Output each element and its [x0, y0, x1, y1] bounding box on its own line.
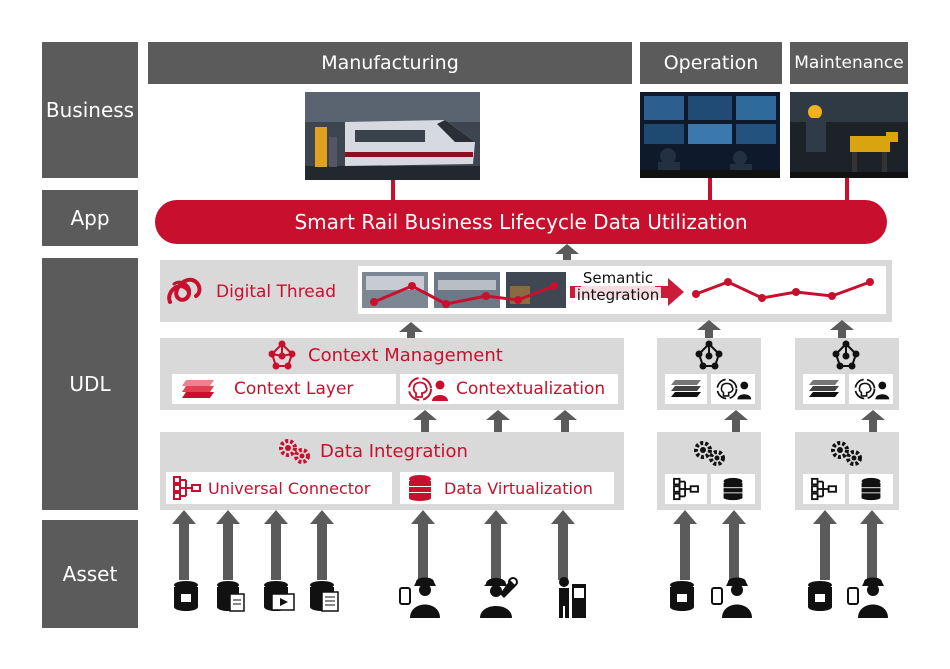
operation-connector: [708, 178, 712, 202]
data-virtualization-label: Data Virtualization: [444, 478, 593, 498]
business-manufacturing-header: Manufacturing: [148, 42, 632, 84]
layer-business-label: Business: [45, 98, 135, 122]
context-management-title: Context Management: [308, 345, 503, 366]
connector-icon: [173, 476, 201, 500]
operation-contextualization-box: [711, 374, 755, 404]
manufacturing-label: Manufacturing: [321, 52, 459, 74]
context-layer-label: Context Layer: [234, 379, 354, 399]
app-banner-label: Smart Rail Business Lifecycle Data Utili…: [294, 210, 748, 234]
asset-report-db-icon: [310, 581, 339, 612]
digital-thread-knot-icon: [164, 274, 204, 308]
maintenance-database-box: [849, 474, 893, 504]
universal-connector-box: Universal Connector: [166, 472, 392, 504]
arrow-op-context-to-thread: [697, 320, 721, 338]
layer-app: App: [42, 190, 138, 246]
layer-business: Business: [42, 42, 138, 178]
asset-op-worker-icon: [711, 577, 752, 618]
maintenance-network-icon: [830, 340, 862, 370]
maintenance-photo: [790, 92, 908, 178]
operation-label: Operation: [663, 52, 759, 74]
asset-arrows: [172, 510, 884, 580]
maintenance-connector-box: [803, 474, 845, 504]
maintenance-label: Maintenance: [794, 53, 904, 73]
data-integration-title: Data Integration: [320, 441, 468, 462]
app-banner: Smart Rail Business Lifecycle Data Utili…: [155, 200, 887, 244]
database-icon: [861, 477, 881, 501]
digital-thread-flow: [358, 266, 886, 314]
semantic-line1: Semantic: [580, 269, 656, 287]
contextualization-box: Contextualization: [400, 374, 618, 404]
gears-icon: [278, 438, 312, 464]
layer-udl: UDL: [42, 258, 138, 510]
contextualization-icon: [716, 378, 752, 400]
asset-document-db-icon: [217, 581, 245, 612]
arrow-op-integration-to-context: [724, 410, 748, 432]
context-network-icon: [266, 340, 298, 370]
universal-connector-label: Universal Connector: [208, 478, 371, 498]
operation-network-icon: [693, 340, 725, 370]
connector-icon: [673, 477, 699, 501]
asset-video-db-icon: [264, 581, 295, 611]
connector-icon: [811, 477, 837, 501]
manufacturing-photo: [305, 92, 480, 180]
arrow-mt-integration-to-context: [861, 410, 885, 432]
arrow-integration-to-context-2: [486, 410, 510, 432]
business-operation-header: Operation: [640, 42, 782, 84]
operation-database-box: [711, 474, 755, 504]
asset-worker-tablet-icon: [399, 577, 440, 618]
asset-op-database-icon: [670, 581, 694, 611]
contextualization-icon: [854, 378, 890, 400]
semantic-line2: integration: [574, 286, 662, 304]
operation-connector-box: [665, 474, 707, 504]
arrow-thread-to-app: [555, 244, 579, 262]
layer-app-label: App: [70, 206, 110, 230]
business-maintenance-header: Maintenance: [790, 42, 908, 84]
maintenance-contextualization-box: [849, 374, 893, 404]
layers-icon: [809, 380, 839, 397]
layer-asset: Asset: [42, 520, 138, 628]
contextualization-label: Contextualization: [456, 379, 606, 399]
arrow-context-to-thread: [399, 322, 423, 340]
asset-mt-database-icon: [808, 581, 832, 611]
maintenance-gears-icon: [830, 440, 864, 466]
database-icon: [409, 475, 431, 501]
asset-worker-wrench-icon: [480, 577, 518, 618]
layers-icon: [182, 380, 214, 398]
manufacturing-connector: [391, 180, 395, 202]
database-icon: [723, 477, 743, 501]
context-layer-box: Context Layer: [172, 374, 396, 404]
data-virtualization-box: Data Virtualization: [400, 472, 614, 504]
digital-thread-label: Digital Thread: [216, 282, 336, 302]
operation-gears-icon: [693, 440, 727, 466]
operation-photo: [640, 92, 780, 178]
arrow-integration-to-context-1: [413, 410, 437, 432]
contextualization-icon: [408, 377, 448, 401]
asset-worker-kiosk-icon: [559, 577, 586, 618]
maintenance-connector: [845, 178, 849, 202]
asset-mt-worker-icon: [847, 577, 888, 618]
asset-database-icon: [174, 581, 198, 611]
semantic-integration-label: Semantic integration: [568, 270, 668, 304]
arrow-mt-context-to-thread: [830, 320, 854, 338]
operation-layers-box: [665, 374, 707, 404]
maintenance-layers-box: [803, 374, 845, 404]
layer-asset-label: Asset: [62, 562, 118, 586]
layers-icon: [671, 380, 701, 397]
layer-udl-label: UDL: [69, 372, 111, 396]
arrow-integration-to-context-3: [553, 410, 577, 432]
